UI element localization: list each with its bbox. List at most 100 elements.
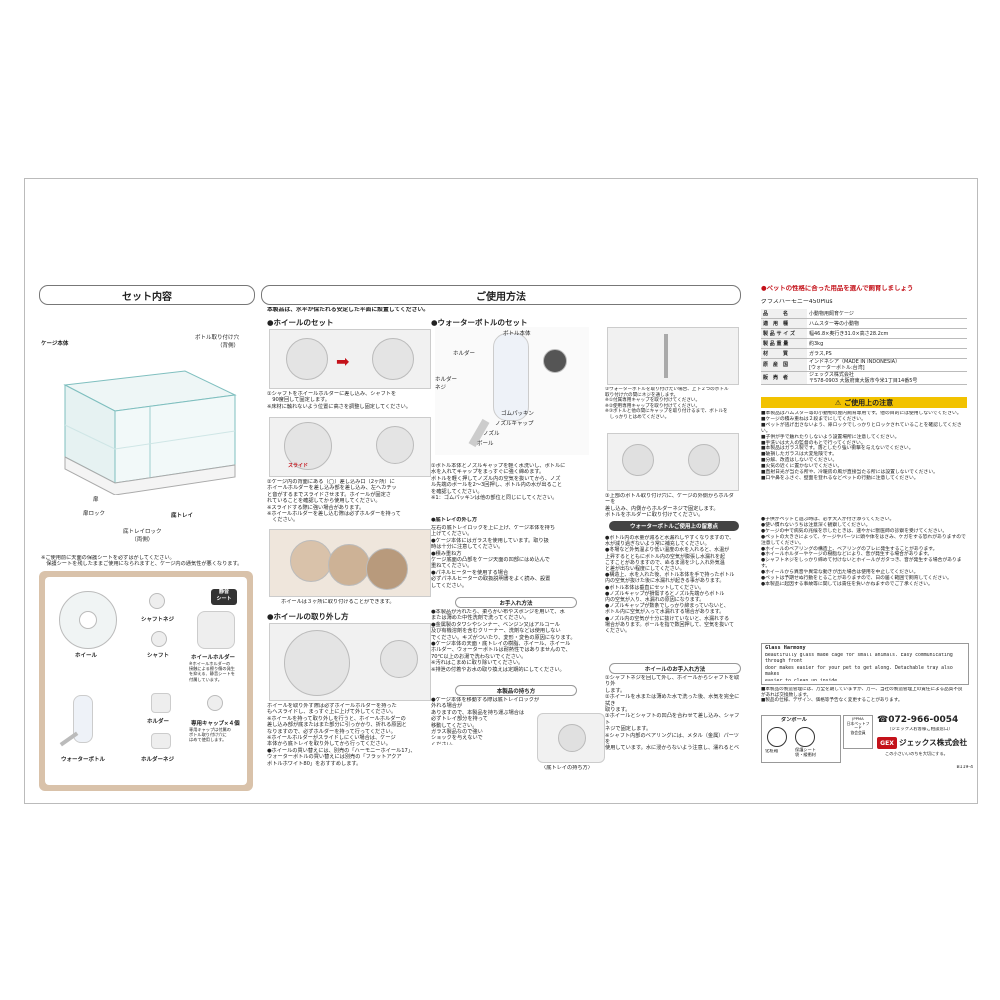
recycle-title: ダンボール bbox=[781, 717, 807, 723]
carry-text: ●ケージ本体を移動する際は底トレイロックが外れる場合が ありますので、本製品を持… bbox=[431, 697, 540, 745]
part-wheel-holder: ホイールホルダー bbox=[191, 655, 236, 661]
recycle-mark-icon bbox=[767, 727, 787, 747]
bottle-image bbox=[73, 695, 93, 743]
wheel-step1-image: ➡ bbox=[269, 329, 431, 389]
arrow-right-icon: ➡ bbox=[336, 352, 350, 371]
instruction-sheet: セット内容 ケージ本体 ボトル取り付け穴 （背側） 扉 扉ロック 底トレイロック… bbox=[24, 178, 978, 804]
wheel-holder-image bbox=[197, 611, 235, 649]
tagline: ●ペットの性格に合った用品を選んで飼育しましょう bbox=[761, 285, 914, 292]
gex-logo: GEX bbox=[877, 737, 897, 749]
tray-text: 左右の底トレイロックを上に上げ、ケージ本体を持ち 上げてください。 ●ケージ本体… bbox=[431, 525, 556, 589]
footer-note: ■本製品の製造管理には、万全を期していますが、万一、当社の製造管理上の責任による… bbox=[761, 687, 963, 704]
part-holder-screw: ホルダーネジ bbox=[141, 757, 175, 763]
recycle-label-box: 化粧箱 bbox=[765, 749, 779, 754]
company-slogan: この小さいいのちを大切にする。 bbox=[885, 751, 948, 756]
english-title: Glass Harmony bbox=[765, 645, 806, 651]
spec-value: ハムスター等の小動物 bbox=[807, 318, 967, 329]
wheel-remove-title: ●ホイールの取り外し方 bbox=[267, 612, 349, 621]
bottle-label-holder-screw: ホルダー ネジ bbox=[435, 377, 458, 391]
spec-row: 品 名小動物用飼育ケージ bbox=[761, 309, 967, 319]
spec-key: 製 品 重 量 bbox=[761, 338, 807, 349]
part-caps: 専用キャップ×４個 bbox=[191, 721, 240, 727]
label-door-lock: 扉ロック bbox=[83, 511, 106, 517]
care-title: お手入れ方法 bbox=[455, 597, 577, 608]
jppma-badge bbox=[843, 715, 873, 749]
carry-image bbox=[537, 713, 605, 763]
label-cage: ケージ本体 bbox=[41, 341, 69, 347]
spec-key: 製 品 サ イ ズ bbox=[761, 328, 807, 339]
bottle-label-body: ボトル本体 bbox=[503, 331, 531, 337]
warning-icon: ⚠ bbox=[834, 398, 842, 407]
bottle-label-nozzle-cap: ノズルキャップ bbox=[495, 421, 534, 427]
english-box bbox=[761, 643, 969, 685]
part-holder: ホルダー bbox=[147, 719, 170, 725]
caps-note: 専用キャップは付属の ボトル取り付け穴に はめて使用します。 bbox=[189, 727, 231, 743]
spec-value: 小動物用飼育ケージ bbox=[807, 309, 967, 319]
bottle-set-title: ●ウォーターボトルのセット bbox=[431, 318, 528, 327]
spec-value: ジェックス株式会社 〒578-0903 大阪府東大阪市今米1丁目14番5号 bbox=[807, 371, 967, 385]
spec-key: 適 用 種 bbox=[761, 318, 807, 329]
jppma-text: JPPMA 日本ペットフード 協会会員 bbox=[846, 717, 870, 735]
warnings-text: ■本製品はハムスター等の小動物の屋内飼育専用です。他の目的には使用しないでくださ… bbox=[761, 411, 962, 481]
wheel-set-title: ●ホイールのセット bbox=[267, 318, 334, 327]
part-bottle: ウォーターボトル bbox=[61, 757, 106, 763]
spec-value: インドネシア（MADE IN INDONESIA） [ウォーターボトル:台湾] bbox=[807, 358, 967, 372]
warnings2-text: ●子供がペットと遊ぶ時は、必ず大人が付き添ってください。 ●使い慣れないうちは注… bbox=[761, 517, 966, 587]
wheel-care-text: ①シャフトネジを回して外し、ホイールからシャフトを取り外 します。 ②ホイールを… bbox=[605, 675, 740, 751]
spec-row: 適 用 種ハムスター等の小動物 bbox=[761, 318, 967, 329]
carry-caption: 〈底トレイの持ち方〉 bbox=[541, 765, 593, 771]
bottle-exploded-image bbox=[435, 327, 589, 455]
bottle-label-packing: ゴムパッキン bbox=[501, 411, 534, 417]
set-header: セット内容 bbox=[39, 285, 255, 305]
protective-sheet-note: ※ご使用前に天面の保護シートを必ずはがしてください。 保護シートを残したままご使… bbox=[41, 555, 243, 568]
carry-title: 本製品の持ち方 bbox=[455, 685, 577, 696]
phone-number: ☎072-966-0054 bbox=[877, 715, 959, 725]
holder-image bbox=[151, 693, 171, 713]
wheel-height-image bbox=[269, 529, 431, 597]
spec-row: 原 産 国インドネシア（MADE IN INDONESIA） [ウォーターボトル… bbox=[761, 358, 967, 372]
wheel-step2-text: ②ケージ内の背面にある（◯）差し込み口（2ヶ所）に ホイールホルダーを差し込み部… bbox=[267, 479, 401, 524]
spec-row: 製 品 サ イ ズ幅46.8×奥行き31.0×高さ28.2cm bbox=[761, 328, 967, 339]
wheel-holder-note: ※ホイールホルダーの 接触による擦り傷の発生 を抑える、静音シートを 付属してい… bbox=[189, 661, 235, 682]
spec-row: 材 質ガラス,PS bbox=[761, 348, 967, 359]
product-code: B119-4 bbox=[956, 765, 974, 770]
spec-value: 幅46.8×奥行き31.0×高さ28.2cm bbox=[807, 328, 967, 339]
label-tray: 底トレイ bbox=[171, 513, 194, 519]
bottle-label-ball: ボール bbox=[477, 441, 494, 447]
wheel-remove-image bbox=[269, 623, 431, 701]
spec-key: 販 売 者 bbox=[761, 371, 807, 385]
warning-header: ⚠ ご使用上の注意 bbox=[761, 397, 967, 408]
part-shaft-screw: シャフトネジ bbox=[141, 617, 175, 623]
part-wheel: ホイール bbox=[75, 653, 98, 659]
spec-key: 材 質 bbox=[761, 348, 807, 359]
spec-value: 約3kg bbox=[807, 338, 967, 349]
spec-key: 原 産 国 bbox=[761, 358, 807, 372]
shaft-image bbox=[151, 631, 167, 647]
care-text: ●本製品が汚れたら、柔らかい布やスポンジを用いて、水 または薄めた中性洗剤で洗っ… bbox=[431, 609, 576, 673]
wheel-height-text: ホイールは３ヶ所に取り付けることができます。 bbox=[281, 599, 395, 605]
tray-title: ●底トレイの外し方 bbox=[431, 517, 478, 523]
wheel-step2-image: スライド bbox=[269, 417, 431, 477]
slide-label: スライド bbox=[288, 463, 309, 469]
shaft-screw-image bbox=[149, 593, 165, 609]
bottle-notes-title: ウォーターボトルご使用上の留意点 bbox=[609, 521, 739, 531]
caps-image bbox=[207, 695, 223, 711]
phone-caption: （ジェックスお客様ご相談窓口） bbox=[887, 727, 953, 732]
holder-screw-image bbox=[151, 733, 171, 749]
bottle-label-nozzle: ノズル bbox=[483, 431, 500, 437]
parts-panel: ホイール シャフトネジ シャフト 静音 シート ホイールホルダー ※ホイールホル… bbox=[39, 571, 253, 791]
company-name: ジェックス株式会社 bbox=[899, 738, 968, 747]
plastic-mark-icon bbox=[795, 727, 815, 747]
wheel-hub bbox=[79, 611, 97, 629]
spec-row: 販 売 者ジェックス株式会社 〒578-0903 大阪府東大阪市今米1丁目14番… bbox=[761, 371, 967, 385]
spec-value: ガラス,PS bbox=[807, 348, 967, 359]
label-door: 扉 bbox=[93, 497, 99, 503]
usage-header: ご使用方法 bbox=[261, 285, 741, 305]
cage-illustration bbox=[63, 370, 237, 495]
usage-intro: 本製品は、水平が保たれる安定した平面に設置してください。 bbox=[267, 307, 429, 313]
bottle-step1-text: ①ボトル本体とノズルキャップを軽く水洗いし、ボトルに 水を入れてキャップをまっす… bbox=[431, 463, 566, 502]
spec-key: 品 名 bbox=[761, 309, 807, 319]
label-tray-lock: 底トレイロック （両側） bbox=[123, 529, 162, 543]
recycle-label-sheet: 保護シート 袋・緩衝材 bbox=[795, 747, 816, 757]
wheel-care-title: ホイールのお手入れ方法 bbox=[609, 663, 741, 674]
